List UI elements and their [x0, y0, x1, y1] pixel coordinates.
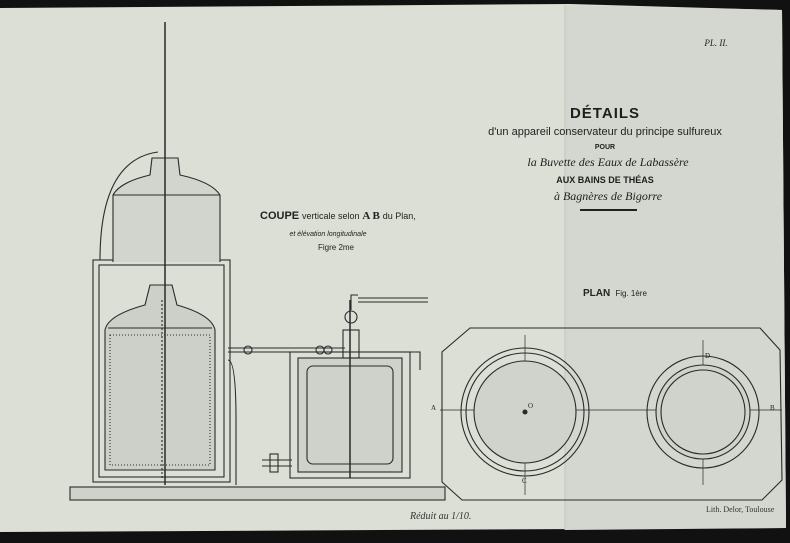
drain-tap: [262, 459, 292, 467]
coupe-drawing: [69, 22, 446, 501]
coupe-label: COUPE: [260, 210, 300, 222]
plan-figure: Fig. 1ère: [615, 289, 647, 298]
plan-caption: PLAN Fig. 1ère: [583, 281, 647, 300]
section-caption: COUPE verticale selon A B du Plan,: [260, 210, 416, 222]
coupe-ab: A B: [362, 210, 380, 222]
title-bains: AUX BAINS DE THÉAS: [556, 175, 654, 185]
valve: [342, 329, 360, 359]
base-platform: [69, 486, 446, 501]
printer-credit: Lith. Delor, Toulouse: [706, 505, 775, 514]
plan-outline: [441, 327, 783, 501]
scale-note: Réduit au 1/10.: [410, 511, 472, 522]
plan-label-a: A: [431, 404, 437, 412]
title-pour: POUR: [594, 144, 616, 151]
title-subtitle: d'un appareil conservateur du principe s…: [488, 126, 722, 138]
plan-right-cistern: [646, 355, 760, 469]
elevation-label: et élévation longitudinale: [289, 231, 367, 238]
plan-label-o: O: [528, 402, 534, 410]
plan-label: PLAN: [583, 288, 611, 299]
title-heading: DÉTAILS: [569, 105, 641, 122]
inner-vessel: [104, 284, 216, 471]
plan-drawing: [440, 327, 783, 501]
siphon-pipe: [99, 151, 159, 261]
plate-number: PL. II.: [704, 38, 728, 48]
plan-label-c: C: [522, 477, 527, 485]
coupe-du-plan: du Plan,: [382, 211, 416, 221]
title-location: à Bagnères de Bigorre: [553, 189, 663, 203]
coupe-rest: verticale selon: [302, 211, 360, 221]
title-buvette: la Buvette des Eaux de Labassère: [527, 155, 689, 169]
title-rule: [580, 209, 637, 211]
plan-label-d: D: [705, 352, 711, 360]
paper-right-panel: [565, 5, 786, 530]
figure-2-label: Figre 2me: [317, 243, 355, 252]
plan-label-b: B: [770, 404, 775, 412]
plan-left-cistern: [460, 347, 590, 477]
